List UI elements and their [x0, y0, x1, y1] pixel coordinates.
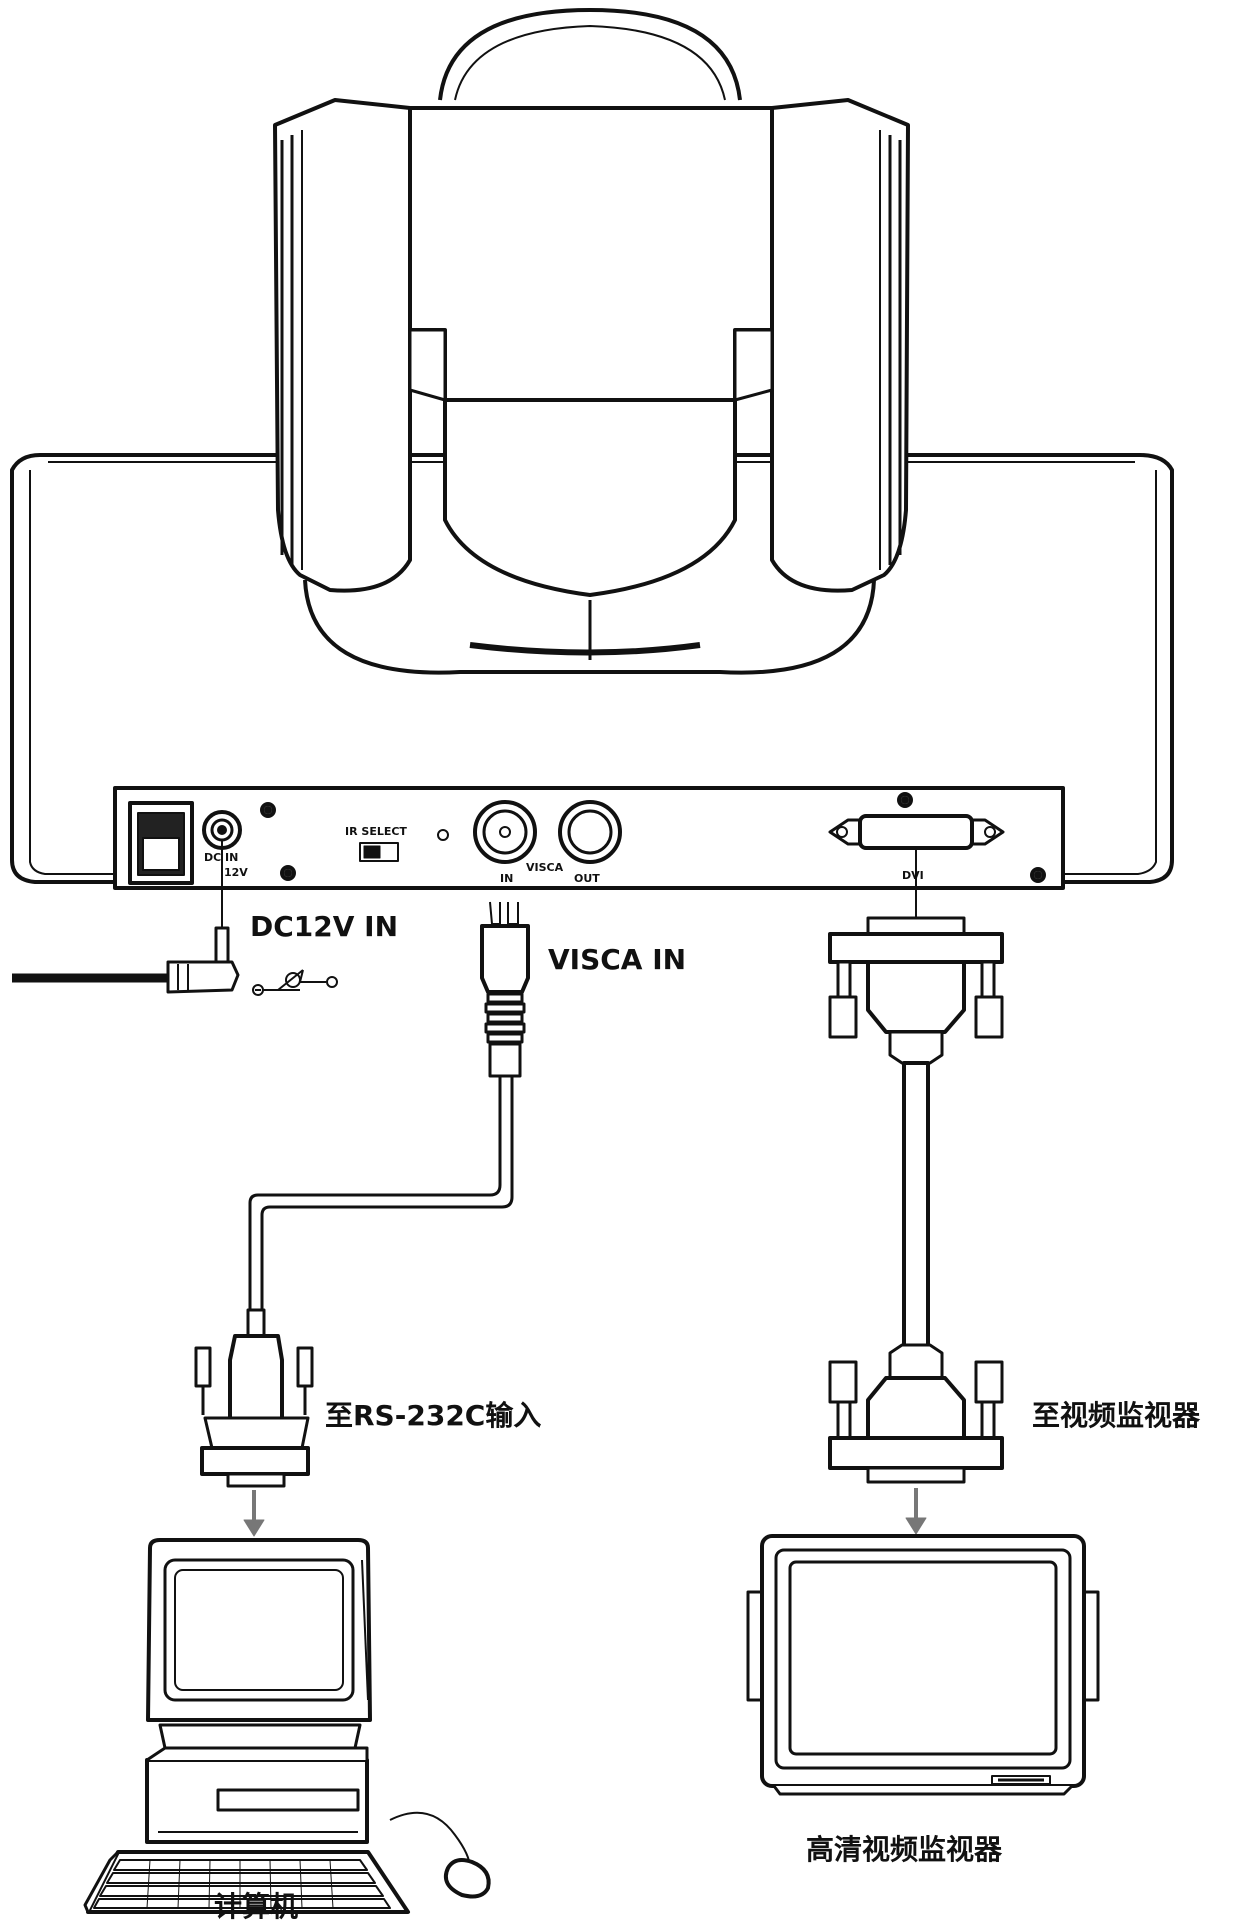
right-arm — [770, 98, 910, 593]
dvi-connector-bottom — [828, 1343, 1004, 1484]
visca-label: VISCA — [526, 861, 564, 874]
arrow-down-icon — [243, 1490, 265, 1537]
visca-in-callout: VISCA IN — [548, 943, 687, 976]
dc-in-label: DC IN — [204, 851, 239, 864]
mouse — [443, 1858, 491, 1899]
dc12v-in-callout: DC12V IN — [250, 910, 399, 943]
to-monitor-callout: 至视频监视器 — [1032, 1399, 1201, 1432]
left-arm — [273, 98, 412, 593]
rear-panel-details — [128, 792, 1046, 885]
dvi-cable — [828, 848, 1004, 1535]
ir-led — [437, 829, 449, 841]
dvi-connector-top — [828, 916, 1004, 1065]
mini-din-plug — [480, 924, 530, 994]
polarity-symbol — [252, 969, 338, 996]
computer-illustration — [83, 1538, 491, 1914]
computer-caption: 计算机 — [214, 1890, 299, 1923]
visca-in-port-label: IN — [500, 872, 514, 885]
arrow-down-icon — [905, 1488, 927, 1535]
camera-head — [408, 106, 774, 597]
ir-select-label: IR SELECT — [345, 825, 407, 838]
hd-monitor-caption: 高清视频监视器 — [806, 1833, 1003, 1866]
ptz-camera — [10, 8, 1174, 890]
lens-dome — [438, 8, 742, 101]
dc-power-cable — [12, 840, 338, 996]
visca-cable — [194, 901, 530, 1537]
visca-out-port-label: OUT — [574, 872, 600, 885]
hd-monitor-illustration — [746, 1534, 1100, 1796]
dc-12v-label: 12V — [224, 866, 248, 879]
rs232c-callout: 至RS-232C输入 — [325, 1399, 542, 1432]
dvi-port-label: DVI — [902, 869, 924, 882]
db9-connector — [194, 1308, 314, 1488]
